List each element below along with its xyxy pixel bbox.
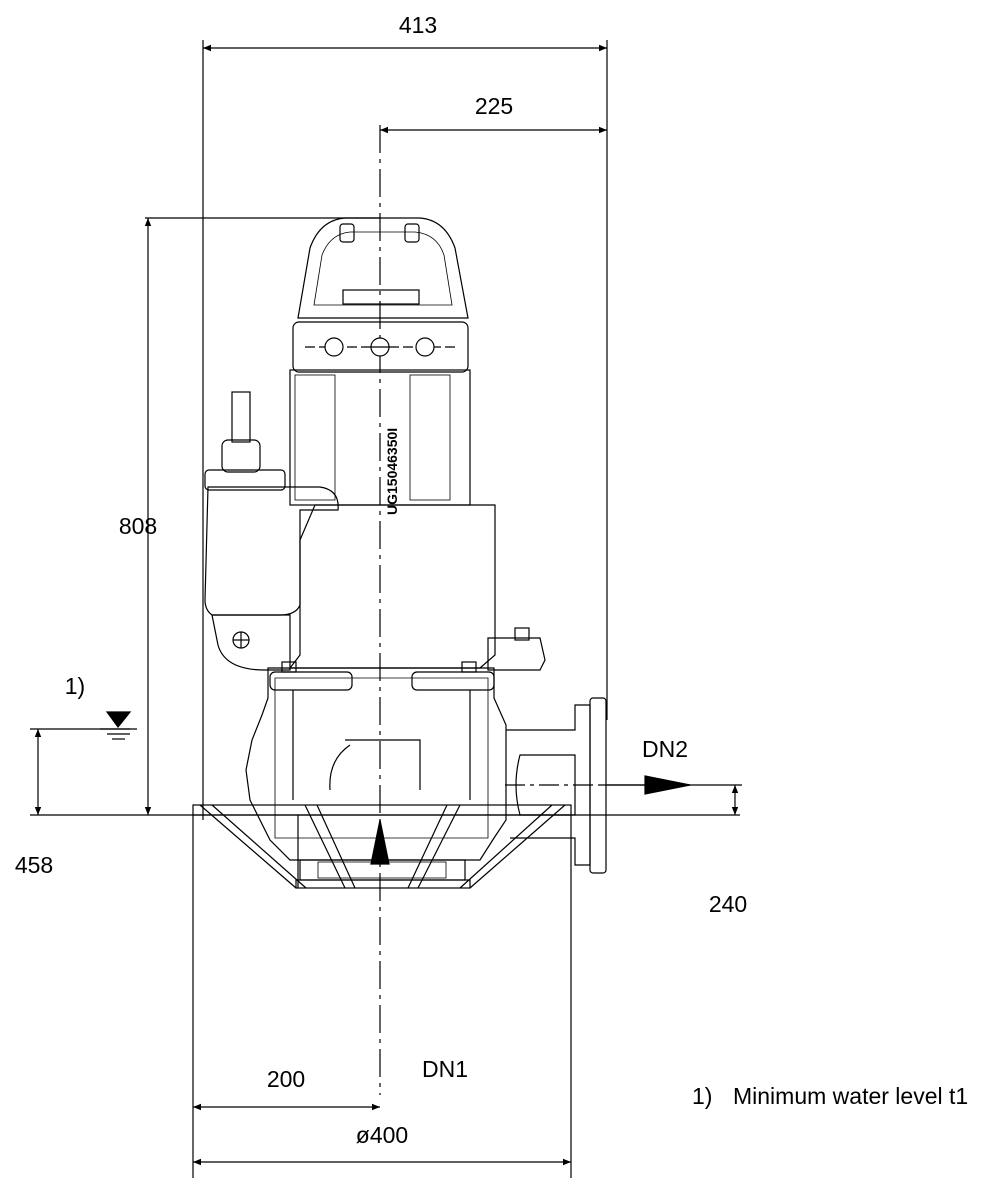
extension-lines [30, 40, 742, 1178]
dim-225-label: 225 [475, 93, 513, 119]
dim-808-label: 808 [119, 513, 157, 539]
outlet-label: DN2 [642, 736, 688, 762]
dim-458-label: 458 [15, 852, 53, 878]
dimension-lines [34, 44, 739, 1166]
bolt-holes [232, 337, 435, 649]
dim-200-label: 200 [267, 1066, 305, 1092]
flow-arrows [370, 775, 691, 865]
footnote-note-marker: 1) [692, 1083, 712, 1109]
water-level-symbol [100, 711, 137, 740]
dim-400-label: ø400 [356, 1122, 408, 1148]
pump-casing [245, 661, 690, 881]
dim-413-label: 413 [399, 12, 437, 38]
motor-housing [204, 217, 546, 671]
dim-240-label: 240 [709, 891, 747, 917]
footnote-note-text: Minimum water level t1 [733, 1083, 968, 1109]
serial-number: UG15046350I [384, 428, 400, 515]
inlet-label: DN1 [422, 1056, 468, 1082]
footnote-marker: 1) [65, 673, 85, 699]
